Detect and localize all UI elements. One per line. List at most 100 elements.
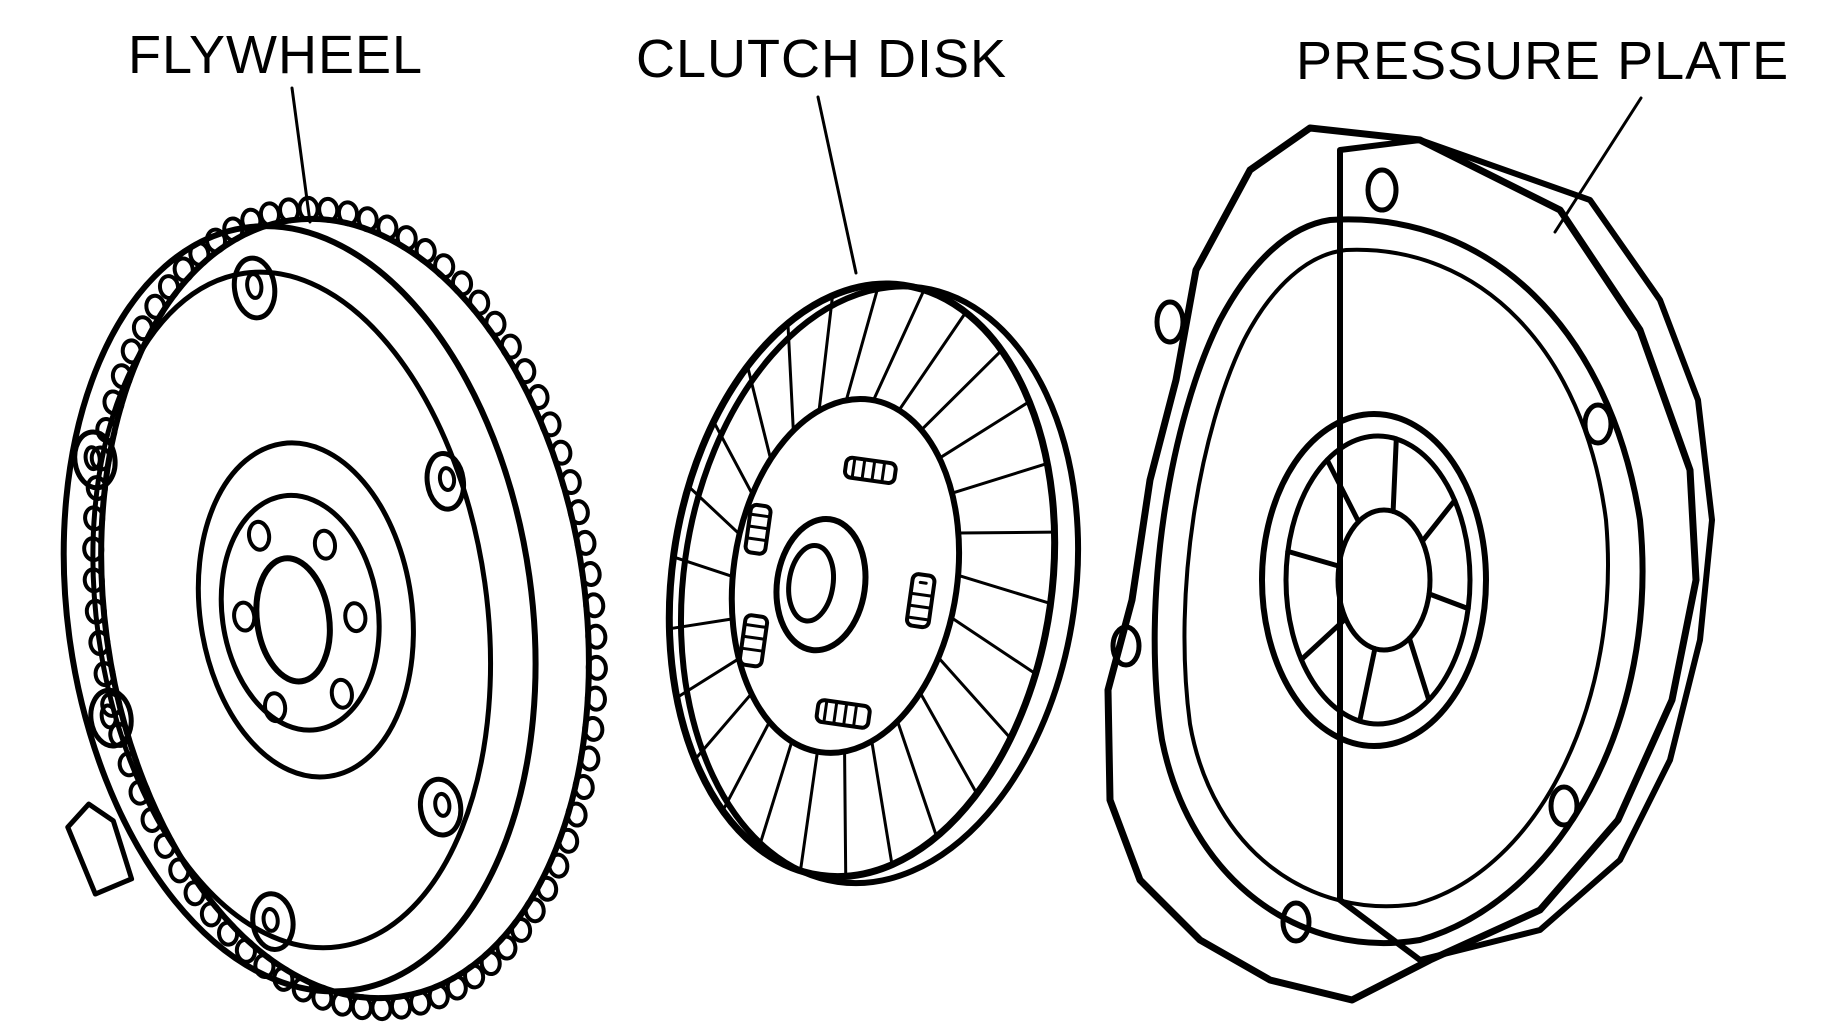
friction-groove	[937, 401, 1030, 460]
flywheel-boss-hole	[433, 791, 452, 818]
flywheel-hub-outer	[195, 440, 416, 780]
flywheel-tab	[65, 801, 135, 897]
friction-groove	[897, 312, 967, 412]
friction-groove	[677, 657, 741, 698]
gear-tooth	[484, 310, 507, 337]
leader-line-clutch-disk	[816, 95, 858, 275]
gear-tooth	[527, 384, 550, 410]
gear-tooth	[578, 745, 601, 772]
gear-tooth	[585, 654, 608, 681]
flywheel-boss-hole	[245, 272, 264, 300]
flywheel-boss-hole	[261, 906, 280, 933]
flywheel-hub-center	[253, 555, 333, 685]
friction-groove	[936, 656, 1011, 739]
flywheel-inner-rim	[90, 269, 494, 951]
friction-groove	[713, 422, 754, 496]
friction-groove	[896, 719, 938, 837]
friction-groove	[956, 573, 1051, 605]
friction-groove	[918, 691, 978, 794]
flywheel-boss-hole	[83, 445, 102, 472]
friction-groove	[950, 462, 1047, 495]
friction-groove	[871, 290, 925, 402]
damper-spring	[904, 572, 937, 630]
diaphragm-finger-slot	[1357, 646, 1378, 724]
gear-tooth	[559, 469, 582, 496]
gear-tooth	[234, 937, 257, 964]
friction-groove	[949, 616, 1036, 675]
gear-tooth	[356, 206, 379, 233]
gear-tooth	[217, 920, 240, 947]
mount-hole	[1110, 624, 1142, 668]
gear-tooth	[450, 270, 474, 297]
gear-tooth	[550, 439, 573, 466]
friction-groove	[673, 556, 735, 579]
clutch-disk-damper-springs	[737, 455, 937, 730]
pressure-plate-release-bore	[1335, 507, 1433, 653]
gear-tooth	[584, 685, 607, 712]
friction-groove	[688, 486, 742, 536]
friction-groove	[919, 350, 1002, 432]
friction-groove	[844, 284, 880, 402]
flywheel-ring-gear	[82, 195, 608, 1022]
damper-spring	[814, 698, 872, 730]
pressure-plate-diaphragm-ring	[1283, 433, 1473, 727]
friction-groove	[870, 739, 894, 865]
friction-groove	[956, 530, 1055, 535]
gear-tooth	[463, 963, 486, 990]
diaphragm-finger-slot	[1298, 616, 1349, 663]
flywheel-crank-bolt-hole	[262, 691, 288, 724]
flywheel-crank-bolt-hole	[246, 519, 272, 552]
pressure-plate-diaphragm-opening	[1259, 411, 1489, 749]
gear-tooth	[311, 984, 334, 1011]
pressure-plate-diaphragm-fingers	[1285, 436, 1471, 724]
clutch-disk-friction-grooves	[669, 284, 1055, 876]
gear-tooth	[523, 897, 546, 924]
flywheel-crank-bolt-hole	[232, 600, 257, 633]
pressure-plate-mount-holes	[1110, 167, 1614, 944]
friction-groove	[669, 617, 735, 630]
friction-groove	[746, 367, 773, 461]
gear-tooth	[499, 333, 522, 360]
gear-tooth	[376, 214, 399, 241]
damper-spring	[737, 613, 770, 669]
friction-groove	[843, 750, 848, 876]
gear-tooth	[131, 315, 155, 342]
flywheel-crank-bolt-hole	[329, 677, 354, 710]
gear-tooth	[172, 256, 195, 283]
label-pressure-plate: PRESSURE PLATE	[1296, 31, 1790, 91]
gear-tooth	[433, 253, 456, 280]
clutch-disk-damper-plate	[728, 395, 963, 756]
gear-tooth	[317, 196, 340, 223]
gear-tooth	[539, 411, 562, 438]
gear-tooth	[583, 592, 606, 619]
gear-tooth	[336, 200, 360, 227]
gear-tooth	[479, 950, 502, 977]
flywheel-boss	[72, 429, 118, 491]
friction-groove	[799, 750, 819, 871]
flywheel-boss	[424, 450, 467, 512]
mount-hole	[1365, 167, 1399, 213]
friction-groove	[817, 296, 834, 413]
damper-spring	[842, 455, 898, 485]
gear-tooth	[572, 774, 595, 800]
clutch-disk-hub-bore	[786, 542, 836, 624]
flywheel-crank-bolt-holes	[232, 519, 368, 724]
flywheel-hub-ring	[218, 492, 382, 733]
gear-tooth	[565, 801, 588, 828]
flywheel-face	[60, 223, 539, 995]
clutch-disk-facing	[665, 280, 1059, 881]
flywheel-boss	[88, 687, 134, 749]
flywheel-boss-hole	[437, 466, 457, 492]
gear-tooth	[514, 358, 537, 385]
pressure-plate-cover-inner	[1182, 247, 1610, 909]
flywheel-crank-bolt-hole	[312, 528, 338, 561]
gear-tooth	[495, 934, 518, 961]
pressure-plate-flange	[1104, 124, 1700, 1004]
friction-groove	[722, 720, 771, 811]
gear-tooth	[183, 880, 206, 907]
diaphragm-finger-slot	[1324, 457, 1362, 525]
mount-hole	[1582, 402, 1614, 446]
mount-hole	[1548, 784, 1580, 828]
damper-spring	[743, 502, 773, 556]
